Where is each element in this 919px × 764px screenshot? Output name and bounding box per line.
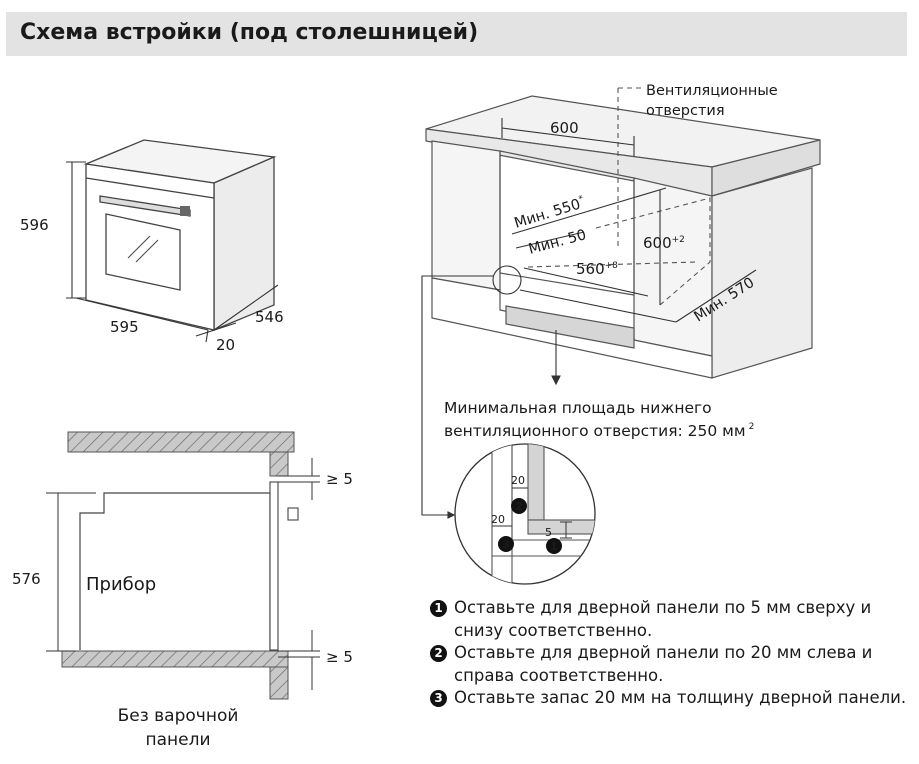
title-bar: Схема встройки (под столешницей) xyxy=(6,12,907,56)
cabinet-min-gap-label: Мин. 50 xyxy=(527,227,588,258)
detail-dim-a: 20 xyxy=(511,474,525,487)
detail-marker-3: 3 xyxy=(498,536,514,552)
note-1: 1 Оставьте для дверной панели по 5 мм св… xyxy=(430,597,915,642)
side-height-label: 576 xyxy=(12,570,41,588)
svg-text:3: 3 xyxy=(502,538,510,551)
note-3-text: Оставьте запас 20 мм на толщину дверной … xyxy=(454,688,907,707)
cabinet-dashed-lines xyxy=(527,87,711,306)
oven-dimensions xyxy=(66,161,279,343)
device-label: Прибор xyxy=(86,574,156,595)
note-2-text: Оставьте для дверной панели по 20 мм сле… xyxy=(454,643,873,685)
cabinet-drawing xyxy=(425,95,821,379)
note-1-marker: 1 xyxy=(430,600,447,617)
vent-area-line1: Минимальная площадь нижнего xyxy=(444,399,712,417)
note-3: 3 Оставьте запас 20 мм на толщину дверно… xyxy=(430,687,915,710)
note-3-marker: 3 xyxy=(430,690,447,707)
cabinet-min-depth-label: Мин. 550* xyxy=(512,194,587,232)
note-1-text: Оставьте для дверной панели по 5 мм свер… xyxy=(454,598,872,640)
oven-depth-label: 546 xyxy=(255,308,284,326)
oven-width-label: 595 xyxy=(110,318,139,336)
detail-marker-1: 1 xyxy=(546,538,562,554)
detail-leader xyxy=(421,265,522,519)
detail-dim-c: 5 xyxy=(545,526,552,539)
svg-text:2: 2 xyxy=(515,500,523,513)
page-title: Схема встройки (под столешницей) xyxy=(20,20,479,45)
cabinet-dimensions xyxy=(501,118,757,323)
notes-list: 1 Оставьте для дверной панели по 5 мм св… xyxy=(430,597,915,710)
vent-label-line1: Вентиляционные xyxy=(646,83,778,99)
detail-circle xyxy=(454,443,596,585)
cabinet-inner-width-label: 560+8 xyxy=(576,260,618,278)
vent-arrow xyxy=(551,330,561,386)
cabinet-width-label: 600 xyxy=(550,119,579,137)
oven-height-label: 596 xyxy=(20,216,49,234)
detail-marker-2: 2 xyxy=(511,498,527,514)
oven-door-offset-label: 20 xyxy=(216,336,235,354)
side-caption-line2: панели xyxy=(145,730,210,750)
side-caption-line1: Без варочной xyxy=(118,706,239,726)
side-section xyxy=(46,431,320,700)
cabinet-height-label: 600+2 xyxy=(643,234,685,252)
side-gap-top-label: ≥ 5 xyxy=(326,470,353,488)
side-gap-bottom-label: ≥ 5 xyxy=(326,648,353,666)
vent-label-line2: отверстия xyxy=(646,103,725,119)
oven-drawing xyxy=(83,139,277,331)
detail-dim-b: 20 xyxy=(491,513,505,526)
svg-text:1: 1 xyxy=(550,540,558,553)
note-2-marker: 2 xyxy=(430,645,447,662)
note-2: 2 Оставьте для дверной панели по 20 мм с… xyxy=(430,642,915,687)
header: Схема встройки (под столешницей) xyxy=(0,0,919,64)
